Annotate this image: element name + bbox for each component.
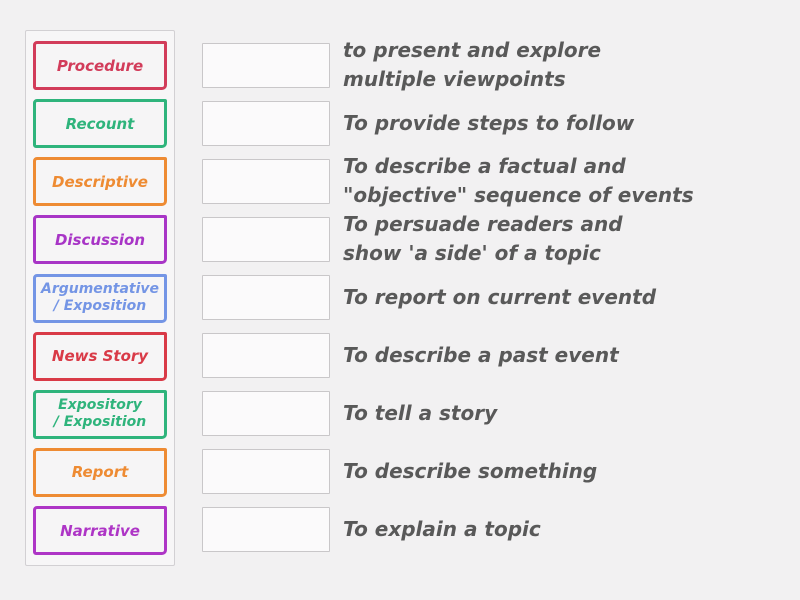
- keyword-tile-label: Report: [71, 463, 129, 482]
- keyword-tile-procedure[interactable]: Procedure: [33, 41, 167, 90]
- match-row-9: To explain a topic: [202, 500, 772, 558]
- keyword-tile-narrative[interactable]: Narrative: [33, 506, 167, 555]
- match-row-5: To report on current eventd: [202, 268, 772, 326]
- drop-zone-6[interactable]: [202, 332, 330, 378]
- keywords-panel: Procedure Recount Descriptive Discussion…: [25, 30, 175, 566]
- definition-text-5: To report on current eventd: [343, 283, 656, 312]
- match-row-6: To describe a past event: [202, 326, 772, 384]
- keyword-tile-label: News Story: [51, 347, 149, 366]
- drop-zone-7[interactable]: [202, 390, 330, 436]
- definition-line: To describe a factual and: [343, 154, 626, 178]
- definition-text-3: To describe a factual and "objective" se…: [343, 152, 694, 210]
- drop-zone-8[interactable]: [202, 448, 330, 494]
- keyword-tile-descriptive[interactable]: Descriptive: [33, 157, 167, 207]
- definition-text-2: To provide steps to follow: [343, 109, 634, 138]
- keyword-tile-label: Recount: [65, 114, 135, 133]
- keyword-tile-label-line1: Argumentative: [40, 281, 160, 297]
- definition-text-1: to present and explore multiple viewpoin…: [343, 36, 601, 94]
- drop-zone-9[interactable]: [202, 506, 330, 552]
- drop-zone-4[interactable]: [202, 216, 330, 262]
- keyword-tile-label: Narrative: [60, 521, 140, 540]
- definition-line: To describe a past event: [343, 342, 619, 367]
- definition-line: To describe something: [343, 458, 598, 483]
- definition-text-9: To explain a topic: [343, 515, 541, 544]
- definition-line: To provide steps to follow: [343, 110, 635, 135]
- keyword-tile-label: Descriptive: [52, 172, 148, 191]
- drop-zone-5[interactable]: [202, 274, 330, 320]
- keyword-tile-label-line2: / Exposition: [53, 414, 147, 431]
- keyword-tile-recount[interactable]: Recount: [33, 99, 167, 149]
- drop-zone-3[interactable]: [202, 158, 330, 204]
- keyword-tile-argumentative-exposition[interactable]: Argumentative / Exposition: [33, 273, 167, 323]
- definition-line: To report on current eventd: [343, 284, 657, 309]
- definition-text-4: To persuade readers and show 'a side' of…: [343, 210, 623, 268]
- definition-line: To tell a story: [343, 400, 498, 425]
- definition-line: To persuade readers and: [343, 212, 623, 236]
- definition-text-8: To describe something: [343, 457, 597, 486]
- definition-line: "objective" sequence of events: [343, 183, 694, 207]
- keyword-tile-label: Discussion: [54, 230, 146, 249]
- definition-text-6: To describe a past event: [343, 341, 619, 370]
- keyword-tile-label-line1: Expository: [58, 397, 142, 414]
- match-rows: to present and explore multiple viewpoin…: [202, 36, 772, 558]
- drop-zone-2[interactable]: [202, 100, 330, 146]
- match-row-2: To provide steps to follow: [202, 94, 772, 152]
- keyword-tile-label: Procedure: [56, 56, 144, 75]
- keyword-tile-discussion[interactable]: Discussion: [33, 215, 167, 265]
- keyword-tile-report[interactable]: Report: [33, 447, 167, 497]
- keyword-tile-label-line2: / Exposition: [53, 298, 147, 314]
- match-row-3: To describe a factual and "objective" se…: [202, 152, 772, 210]
- drop-zone-1[interactable]: [202, 42, 330, 88]
- match-row-1: to present and explore multiple viewpoin…: [202, 36, 772, 94]
- match-row-8: To describe something: [202, 442, 772, 500]
- keyword-tile-news-story[interactable]: News Story: [33, 331, 167, 381]
- definition-text-7: To tell a story: [343, 399, 497, 428]
- definition-line: multiple viewpoints: [343, 67, 566, 91]
- definition-line: To explain a topic: [343, 516, 541, 541]
- definition-line: show 'a side' of a topic: [343, 241, 601, 265]
- keyword-tile-expository-exposition[interactable]: Expository / Exposition: [33, 389, 167, 439]
- match-row-7: To tell a story: [202, 384, 772, 442]
- definition-line: to present and explore: [343, 38, 602, 62]
- match-row-4: To persuade readers and show 'a side' of…: [202, 210, 772, 268]
